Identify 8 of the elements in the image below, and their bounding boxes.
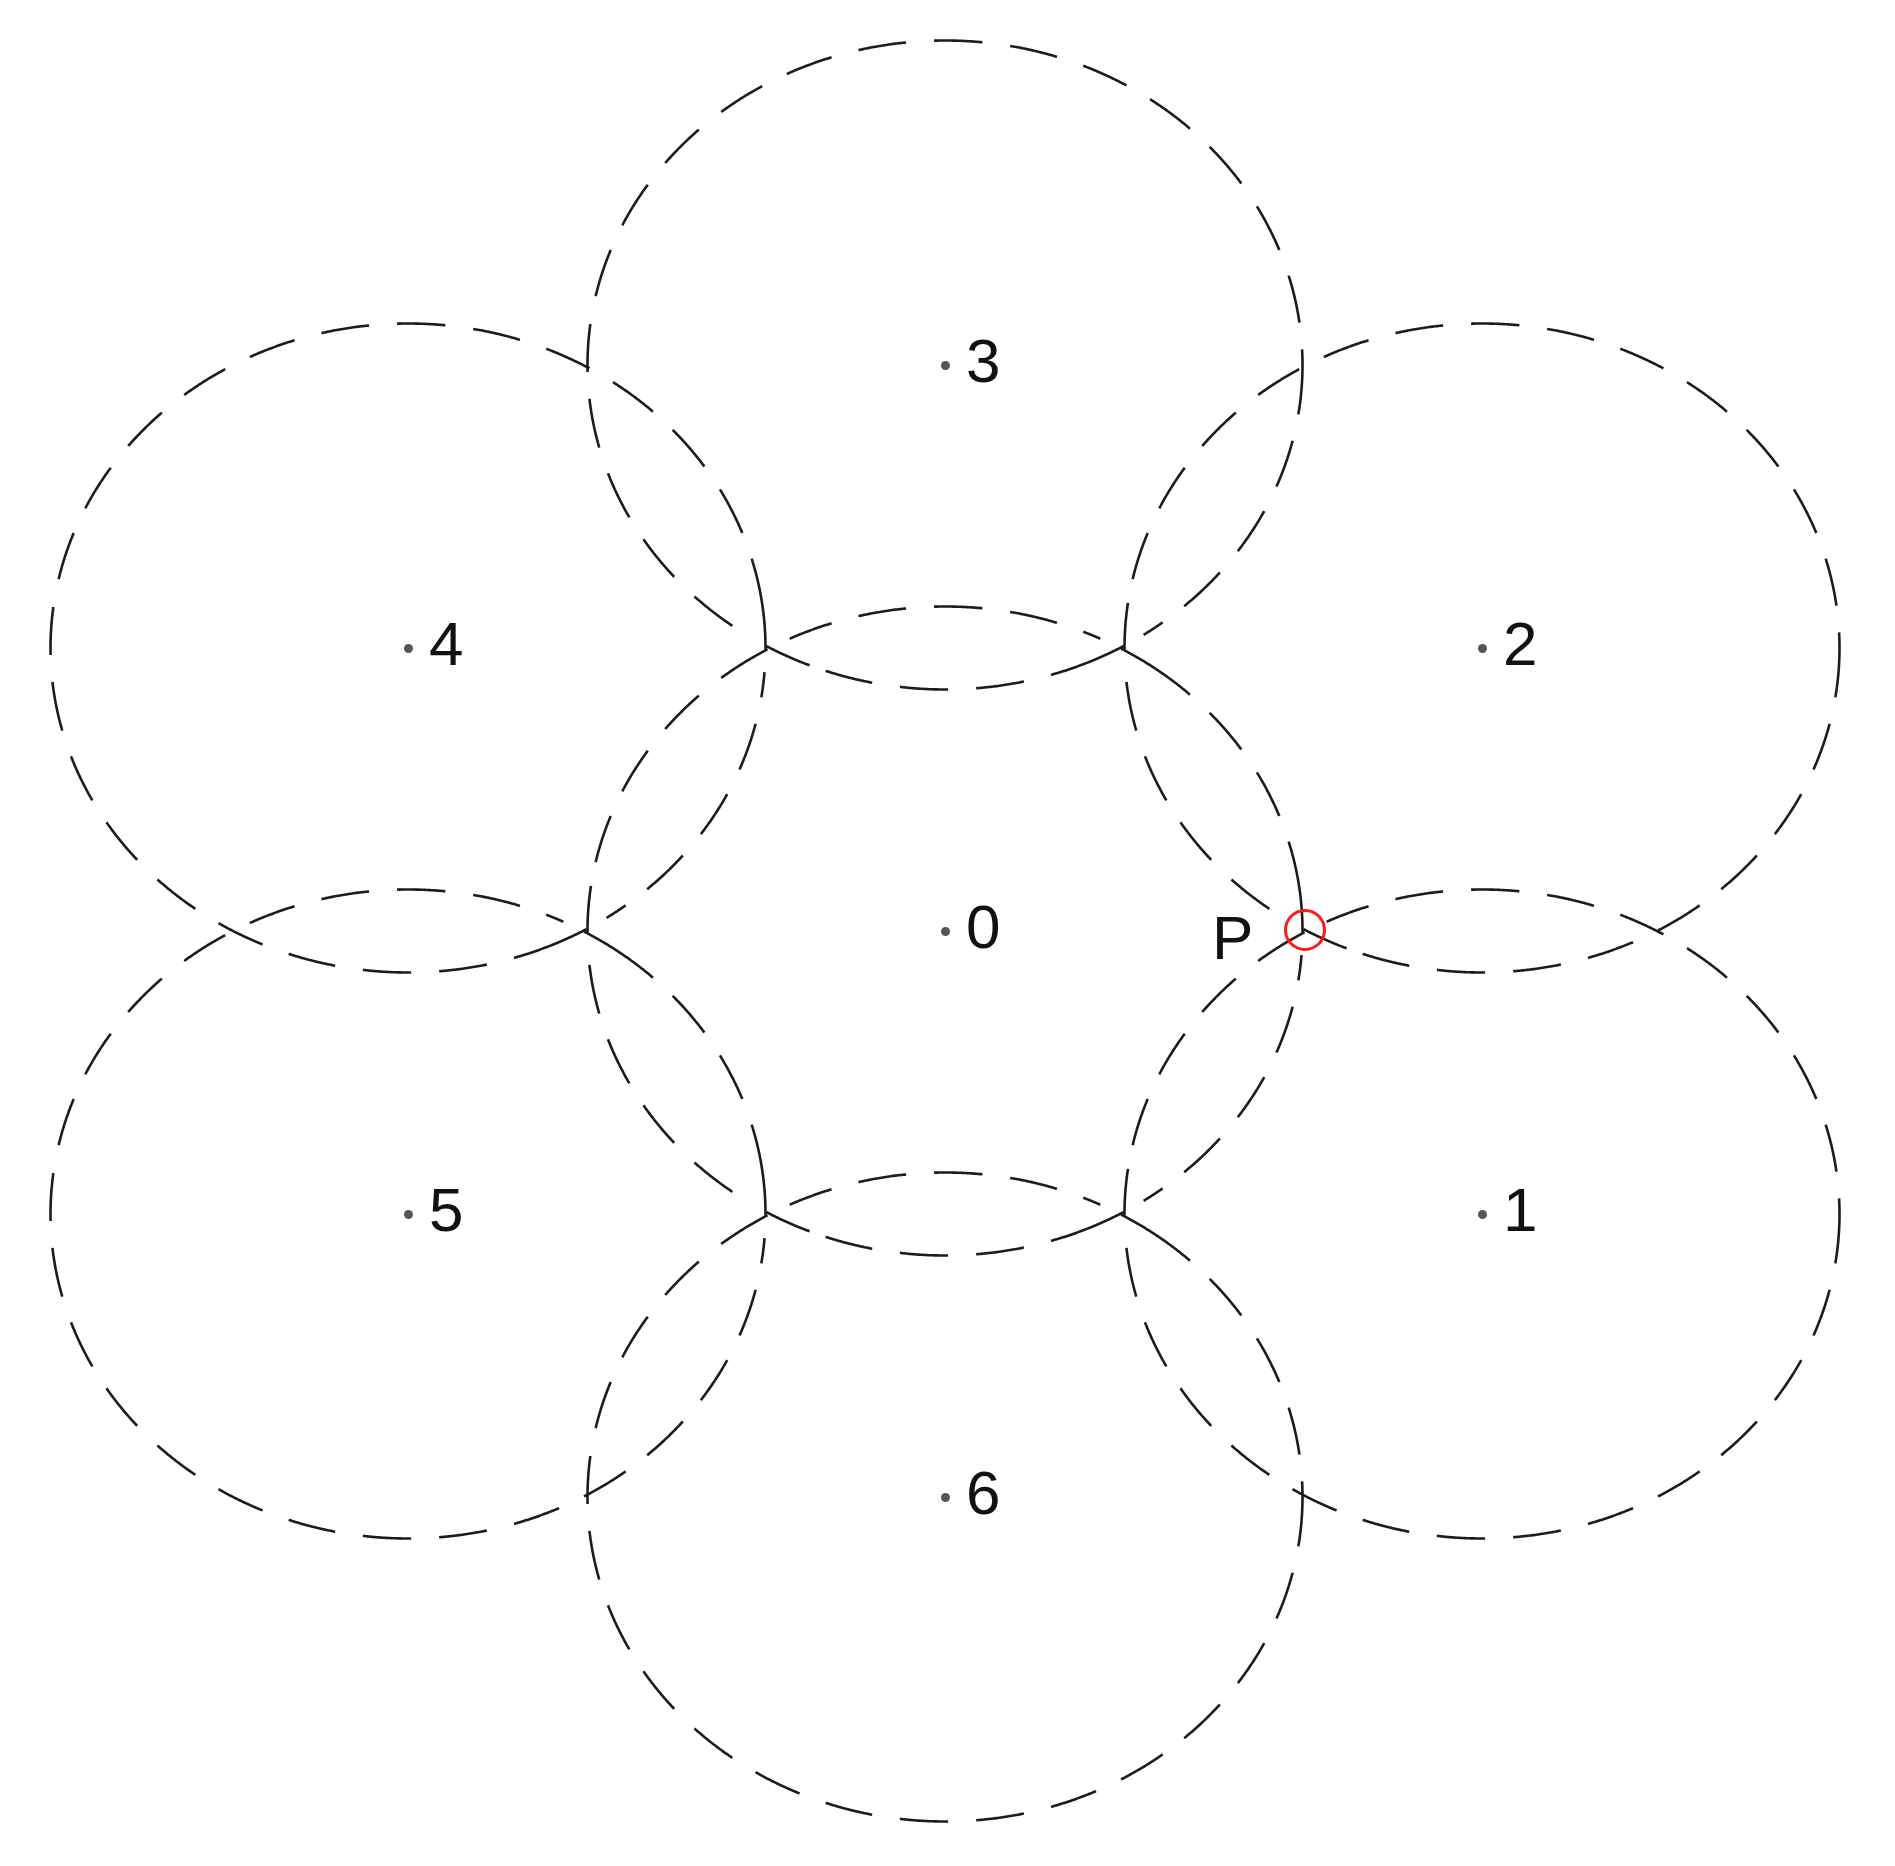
cell-number: 3 <box>966 335 1001 388</box>
cell-number: 5 <box>429 1184 464 1237</box>
cell-number: 2 <box>1503 618 1538 671</box>
cell-number: 6 <box>966 1467 1001 1520</box>
cell-number: 1 <box>1503 1184 1538 1237</box>
cell-number: 4 <box>429 618 464 671</box>
point-label: P <box>1212 912 1254 965</box>
cell-number: 0 <box>966 901 1001 954</box>
